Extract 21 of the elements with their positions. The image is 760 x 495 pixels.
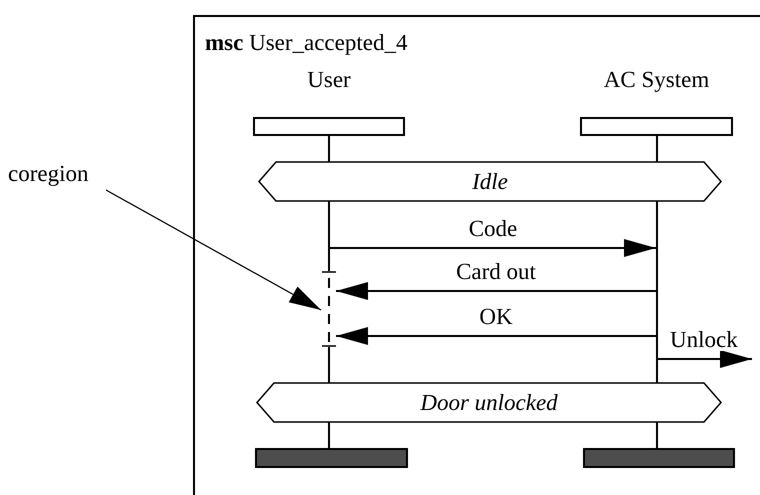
instance-name: User <box>307 68 351 91</box>
message-arrow <box>336 282 656 300</box>
instance-end-bar <box>255 448 408 468</box>
condition-hexagon <box>256 382 722 423</box>
message-arrow <box>658 350 752 368</box>
edge-label: Unlock <box>668 328 740 351</box>
message-arrow <box>336 327 656 345</box>
annotation-label: coregion <box>8 162 88 185</box>
lifeline <box>328 136 330 271</box>
instance-end-bar <box>583 448 735 468</box>
leader-line <box>106 189 322 311</box>
lifeline <box>656 136 658 448</box>
chart-title: msc User_accepted_4 <box>205 31 408 54</box>
coregion-marker <box>322 271 336 347</box>
condition-label: Idle <box>472 170 508 193</box>
instance-name: AC System <box>604 68 710 91</box>
message-arrow <box>330 239 656 257</box>
condition-label: Door unlocked <box>420 391 558 414</box>
msc-frame <box>193 15 760 495</box>
lifeline <box>328 347 330 448</box>
condition-hexagon <box>258 161 722 202</box>
